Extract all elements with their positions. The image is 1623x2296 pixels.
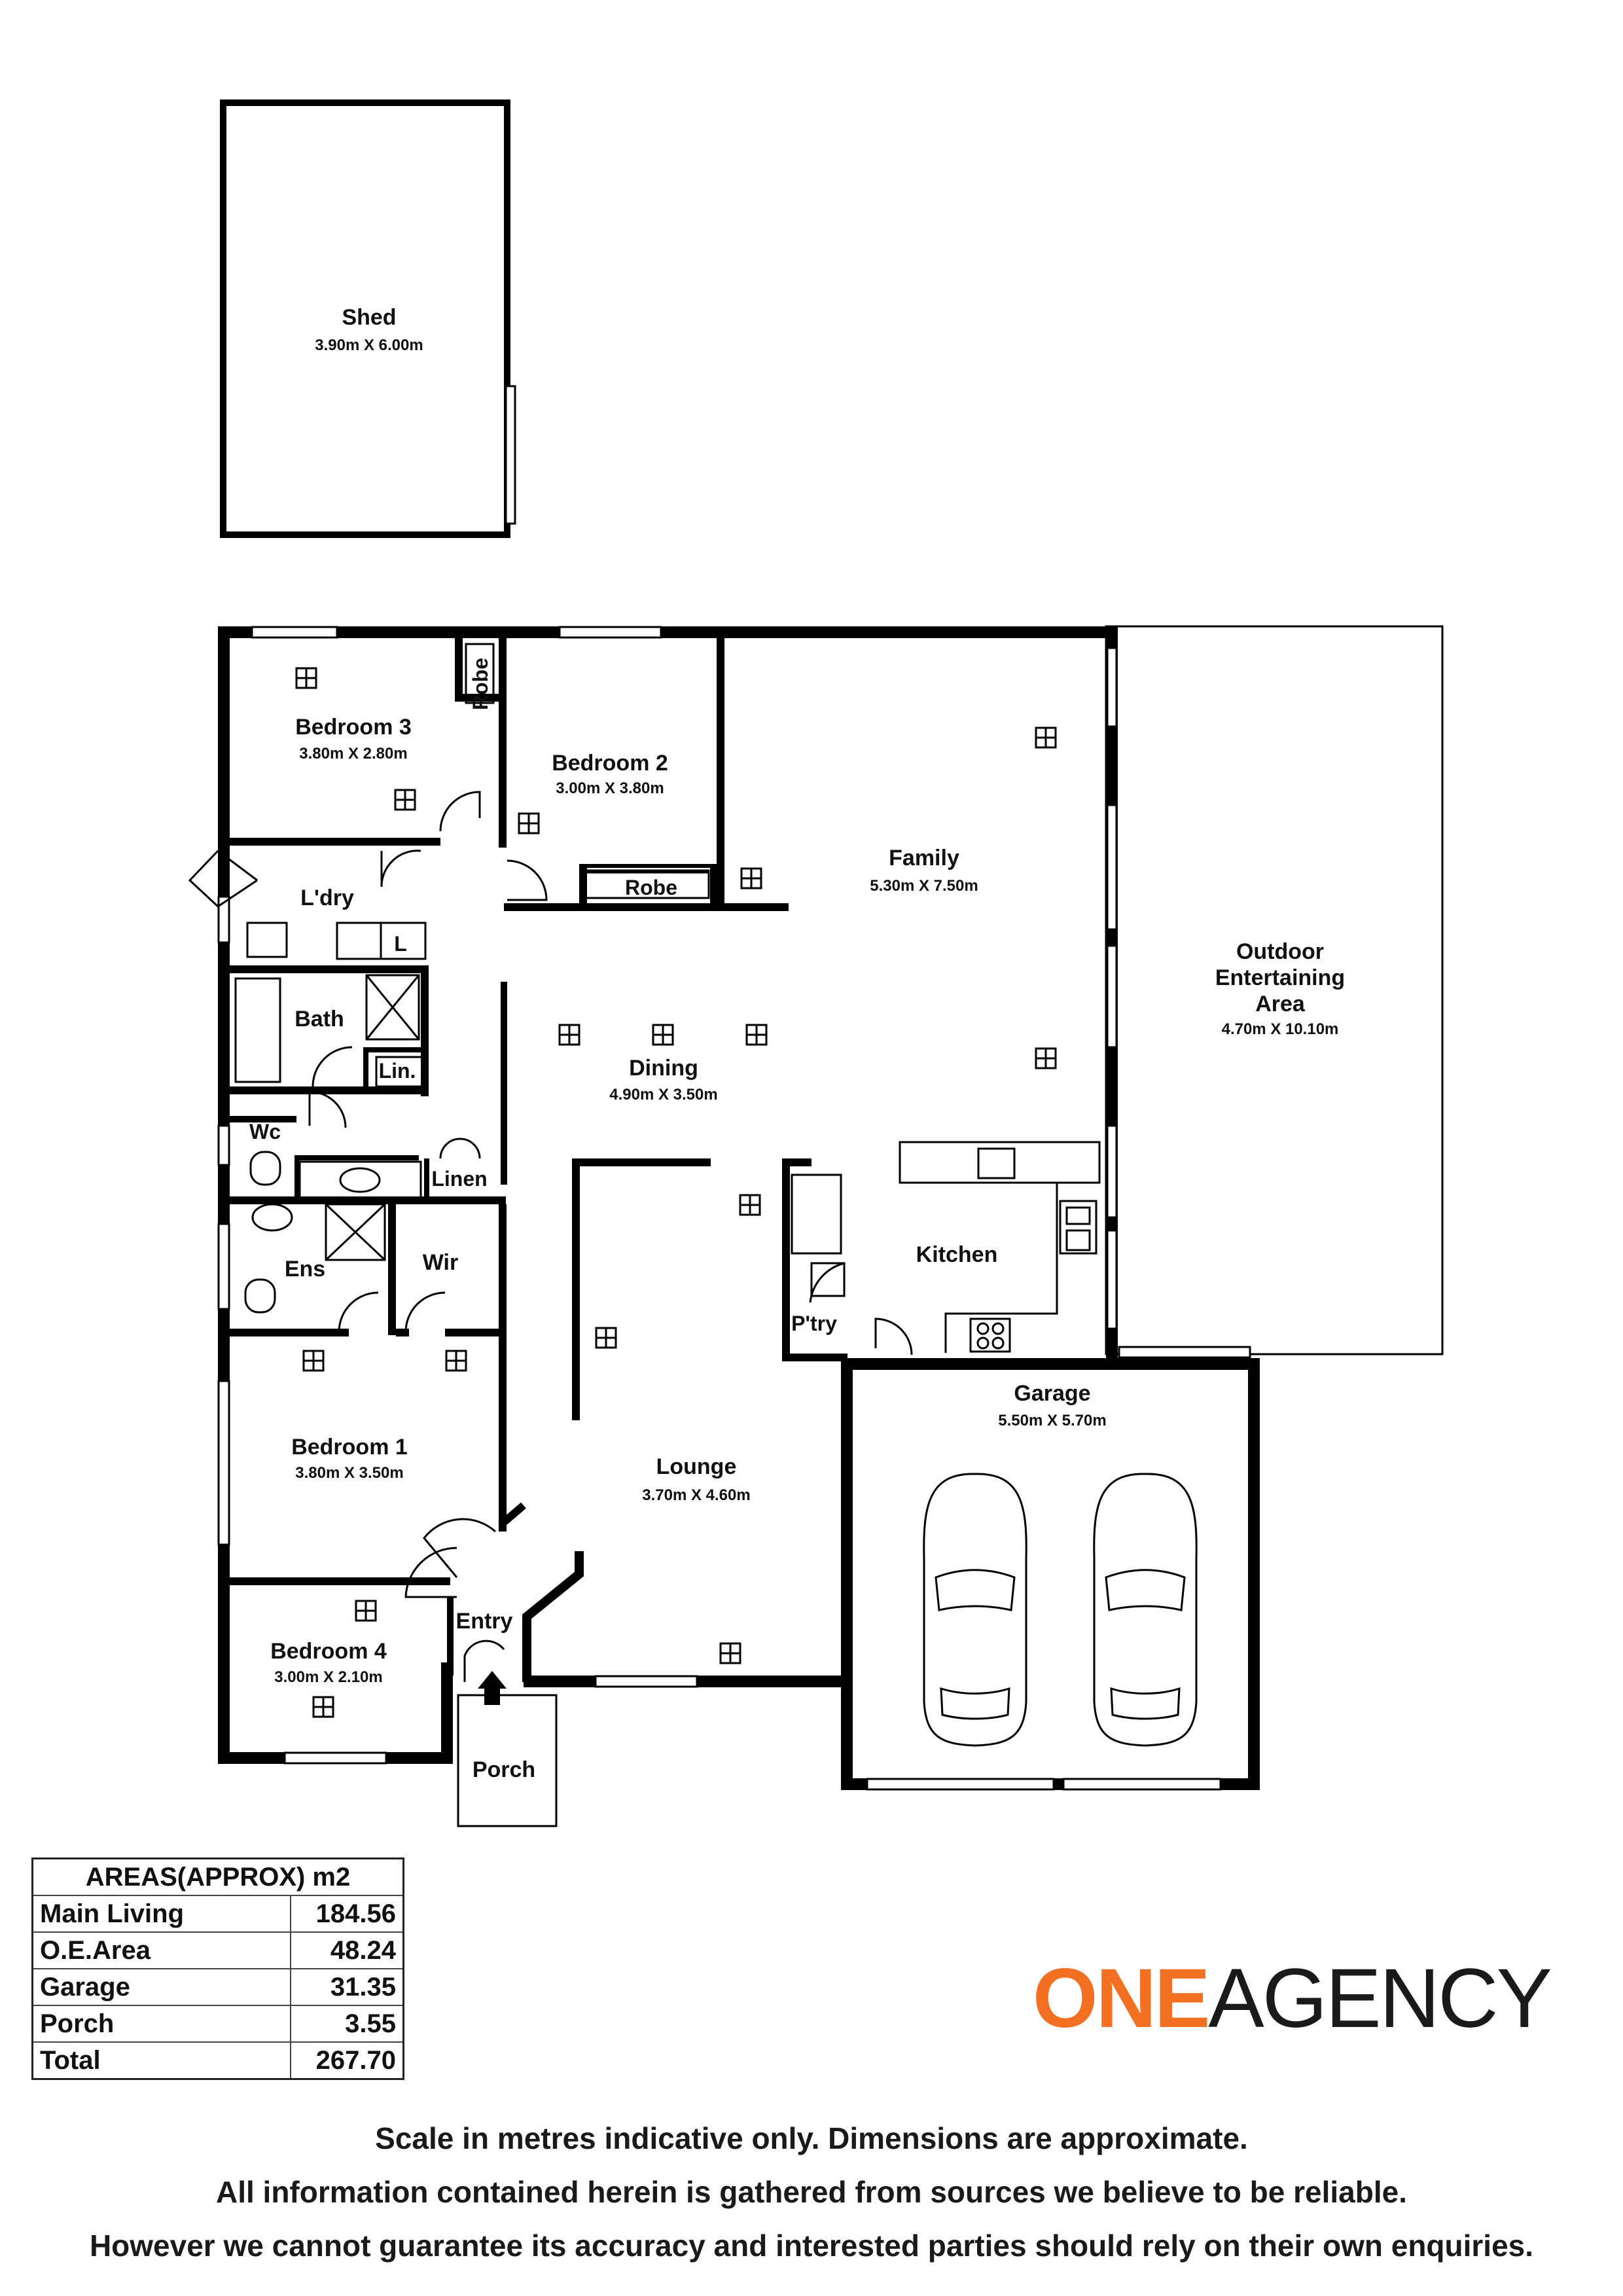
area-label: O.E.Area <box>31 1931 291 1969</box>
logo-agency: AGENCY <box>1208 1952 1552 2045</box>
area-value: 267.70 <box>290 2041 404 2080</box>
robe1-label: Robe <box>469 658 492 710</box>
bedroom4-dim: 3.00m X 2.10m <box>274 1668 382 1686</box>
robe2-label: Robe <box>625 876 677 899</box>
pantry-label: P'try <box>791 1312 837 1335</box>
robe2-outline <box>583 869 710 899</box>
bathtub-icon <box>234 977 281 1083</box>
cooktop-icon <box>969 1318 1011 1353</box>
kitchen-label: Kitchen <box>916 1242 998 1267</box>
area-value: 48.24 <box>290 1931 404 1969</box>
family-label: Family <box>889 846 959 870</box>
fixtures <box>234 643 1101 1353</box>
windows <box>217 626 1251 1791</box>
outer-walls <box>218 626 1260 1790</box>
outdoor-area: Outdoor Entertaining Area 4.70m X 10.10m <box>1105 625 1444 1355</box>
bedroom3-label: Bedroom 3 <box>295 715 412 740</box>
area-label: Garage <box>31 1968 291 2006</box>
car-icon-right <box>1093 1473 1198 1747</box>
area-value: 184.56 <box>290 1895 404 1933</box>
wc-label: Wc <box>249 1120 281 1143</box>
bedroom2-label: Bedroom 2 <box>552 751 668 776</box>
garage-dim: 5.50m X 5.70m <box>998 1412 1106 1429</box>
area-label: Porch <box>31 2005 291 2043</box>
bedroom4-label: Bedroom 4 <box>270 1639 387 1664</box>
light-fixture-icons <box>295 667 1057 1718</box>
garage-label: Garage <box>1014 1381 1090 1406</box>
shed-label: Shed <box>342 305 396 330</box>
car-icon-left <box>923 1473 1027 1747</box>
laundry-label: L'dry <box>300 886 354 910</box>
lin-label: Lin. <box>379 1059 416 1083</box>
lounge-label: Lounge <box>656 1454 737 1479</box>
room-labels: Bedroom 3 3.80m X 2.80m Robe Bedroom 2 3… <box>249 658 1107 1686</box>
ens-label: Ens <box>285 1257 325 1282</box>
disclaimer-line-1: Scale in metres indicative only. Dimensi… <box>375 2121 1248 2155</box>
logo-one: ONE <box>1033 1952 1210 2045</box>
outdoor-label-2: Entertaining <box>1215 965 1345 990</box>
shed-dim: 3.90m X 6.00m <box>315 336 423 354</box>
bedroom3-dim: 3.80m X 2.80m <box>299 745 407 762</box>
kitchen-island <box>899 1141 1101 1184</box>
disclaimer-line-2: All information contained herein is gath… <box>215 2175 1407 2209</box>
shed: Shed 3.90m X 6.00m <box>220 99 516 538</box>
shower-icon <box>365 974 420 1041</box>
linen-label: Linen <box>431 1167 487 1191</box>
porch-label: Porch <box>473 1757 535 1782</box>
area-label: Main Living <box>31 1895 291 1933</box>
bath-label: Bath <box>294 1007 344 1031</box>
wir-label: Wir <box>423 1250 458 1275</box>
area-label: Total <box>31 2041 291 2080</box>
areas-title: AREAS(APPROX) m2 <box>31 1857 404 1896</box>
laundry-sink-icon <box>246 922 288 958</box>
porch: Porch <box>457 1694 558 1827</box>
entry-label: Entry <box>456 1609 513 1634</box>
vanity-icon <box>298 1160 422 1199</box>
front-door-arrow-icon <box>463 1640 507 1705</box>
robe1-outline <box>465 643 495 704</box>
outdoor-dim: 4.70m X 10.10m <box>1222 1020 1339 1038</box>
area-value: 3.55 <box>290 2005 404 2043</box>
bedroom1-dim: 3.80m X 3.50m <box>295 1464 403 1482</box>
outdoor-label-3: Area <box>1255 992 1306 1016</box>
interior-walls <box>218 638 1106 1676</box>
disclaimer-line-3: However we cannot guarantee its accuracy… <box>89 2229 1534 2263</box>
dining-dim: 4.90m X 3.50m <box>609 1086 717 1103</box>
area-value: 31.35 <box>290 1968 404 2006</box>
one-agency-logo: ONEAGENCY <box>1033 1957 1552 2041</box>
outdoor-label-1: Outdoor <box>1236 939 1324 964</box>
entry-angled-walls <box>498 1502 584 1682</box>
bedroom1-label: Bedroom 1 <box>291 1435 408 1460</box>
dining-label: Dining <box>629 1056 698 1081</box>
door-swings <box>188 791 913 1598</box>
lounge-dim: 3.70m X 4.60m <box>642 1486 750 1504</box>
bedroom2-dim: 3.00m X 3.80m <box>556 780 664 797</box>
laundry-l-label: L <box>394 932 407 956</box>
family-dim: 5.30m X 7.50m <box>870 877 978 895</box>
